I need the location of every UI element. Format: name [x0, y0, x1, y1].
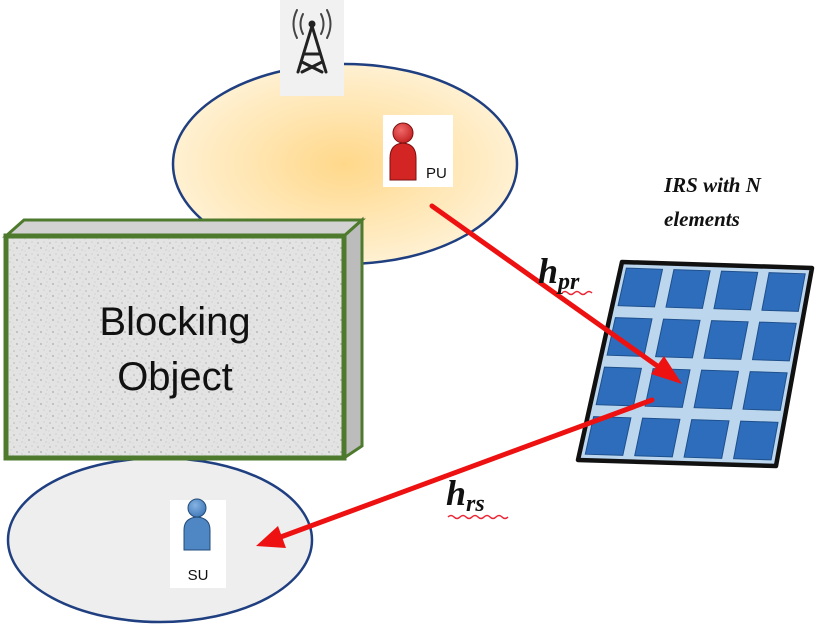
- primary-user-icon: [389, 122, 417, 181]
- irs-element: [751, 321, 797, 362]
- channel-pu-irs-subscript: pr: [556, 269, 580, 295]
- irs-element: [683, 419, 730, 459]
- channel-pu-irs-base: h: [538, 251, 558, 291]
- irs-element: [703, 320, 749, 360]
- channel-label-irs-su: hrs: [446, 473, 485, 517]
- channel-irs-su-base: h: [446, 473, 466, 513]
- primary-user-label: PU: [426, 165, 447, 182]
- irs-element: [644, 368, 691, 408]
- irs-element-grid: [584, 267, 806, 461]
- spellcheck-underline-hrs: [447, 514, 509, 520]
- irs-element: [761, 272, 806, 312]
- irs-element: [733, 420, 779, 461]
- irs-element: [584, 416, 632, 456]
- irs-element: [595, 366, 643, 407]
- channel-irs-su-subscript: rs: [466, 491, 485, 517]
- irs-element: [654, 318, 701, 359]
- irs-element: [665, 269, 711, 309]
- irs-element: [617, 267, 664, 308]
- blocking-object-label-line2: Object: [117, 355, 233, 399]
- irs-element: [713, 270, 759, 311]
- blocking-object: Blocking Object: [2, 216, 366, 461]
- spellcheck-underline-pr: [561, 290, 593, 296]
- secondary-user-label: SU: [188, 567, 209, 584]
- irs-element: [742, 371, 788, 411]
- primary-user: PU: [383, 115, 453, 187]
- irs-element: [693, 369, 740, 410]
- channel-label-pu-irs: hpr: [538, 251, 580, 295]
- antenna-tower-icon: [280, 0, 344, 96]
- irs-element: [634, 417, 681, 458]
- secondary-user: SU: [170, 498, 226, 588]
- irs-label-line1: IRS with N: [663, 173, 762, 197]
- channel-arrow-pu-to-irs: [429, 203, 682, 384]
- channel-arrow-irs-to-su: [256, 397, 655, 548]
- irs-label-line2: elements: [664, 207, 740, 231]
- blocking-object-label-line1: Blocking: [99, 300, 250, 344]
- secondary-user-icon: [183, 498, 211, 551]
- irs-panel: [575, 259, 815, 469]
